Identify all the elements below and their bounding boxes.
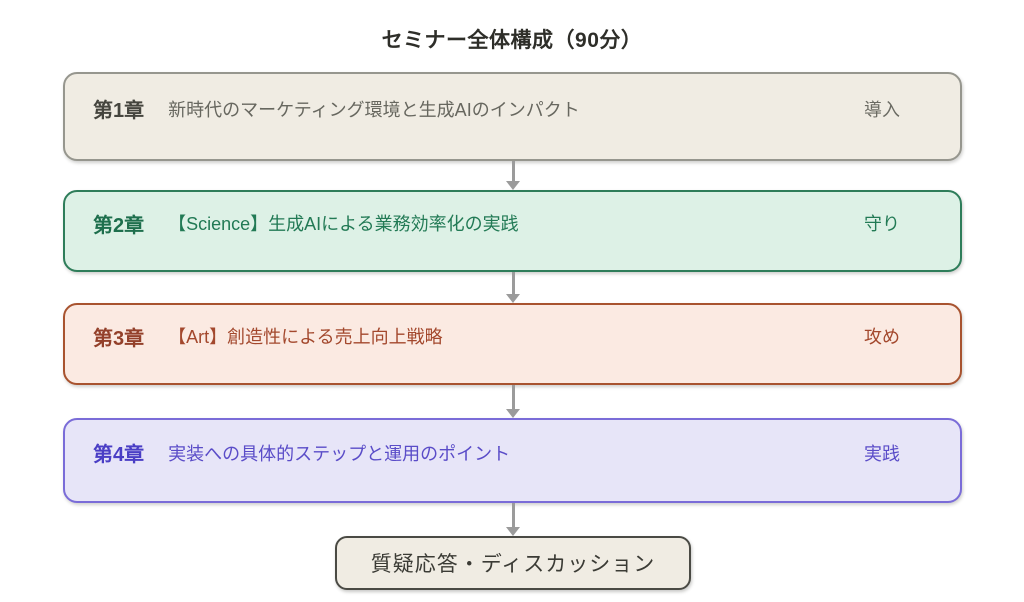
- chapter-2-tag: 守り: [864, 214, 900, 234]
- arrow-shaft: [511, 272, 515, 294]
- arrow-head-icon: [506, 527, 520, 536]
- chapter-2-title: 【Science】生成AIによる業務効率化の実践: [168, 214, 519, 234]
- chapter-1-tag: 導入: [864, 99, 900, 120]
- chapter-3-title: 【Art】創造性による売上向上戦略: [168, 327, 443, 347]
- chapter-3-number: 第3章: [93, 327, 145, 350]
- qa-discussion-box: 質疑応答・ディスカッション: [335, 536, 691, 590]
- arrow-down-4: [505, 503, 521, 536]
- qa-discussion-label: 質疑応答・ディスカッション: [370, 553, 656, 576]
- chapter-4-tag: 実践: [864, 443, 900, 464]
- arrow-down-2: [505, 272, 521, 303]
- arrow-down-3: [505, 385, 521, 418]
- chapter-1-title: 新時代のマーケティング環境と生成AIのインパクト: [168, 99, 580, 120]
- arrow-head-icon: [506, 409, 520, 418]
- arrow-shaft: [511, 503, 515, 527]
- arrow-head-icon: [506, 294, 520, 303]
- chapter-4-number: 第4章: [93, 444, 145, 466]
- chapter-2-box: 第2章 【Science】生成AIによる業務効率化の実践 守り: [63, 190, 962, 272]
- chapter-3-box: 第3章 【Art】創造性による売上向上戦略 攻め: [63, 303, 962, 385]
- diagram-title: セミナー全体構成（90分）: [381, 29, 643, 52]
- chapter-2-number: 第2章: [93, 214, 145, 237]
- arrow-down-1: [505, 161, 521, 190]
- chapter-4-box: 第4章 実装への具体的ステップと運用のポイント 実践: [63, 418, 962, 503]
- arrow-head-icon: [506, 181, 520, 190]
- chapter-3-tag: 攻め: [864, 327, 900, 347]
- arrow-shaft: [511, 161, 515, 181]
- arrow-shaft: [511, 385, 515, 409]
- chapter-4-title: 実装への具体的ステップと運用のポイント: [168, 443, 511, 464]
- chapter-1-number: 第1章: [93, 100, 145, 122]
- chapter-1-box: 第1章 新時代のマーケティング環境と生成AIのインパクト 導入: [63, 72, 962, 161]
